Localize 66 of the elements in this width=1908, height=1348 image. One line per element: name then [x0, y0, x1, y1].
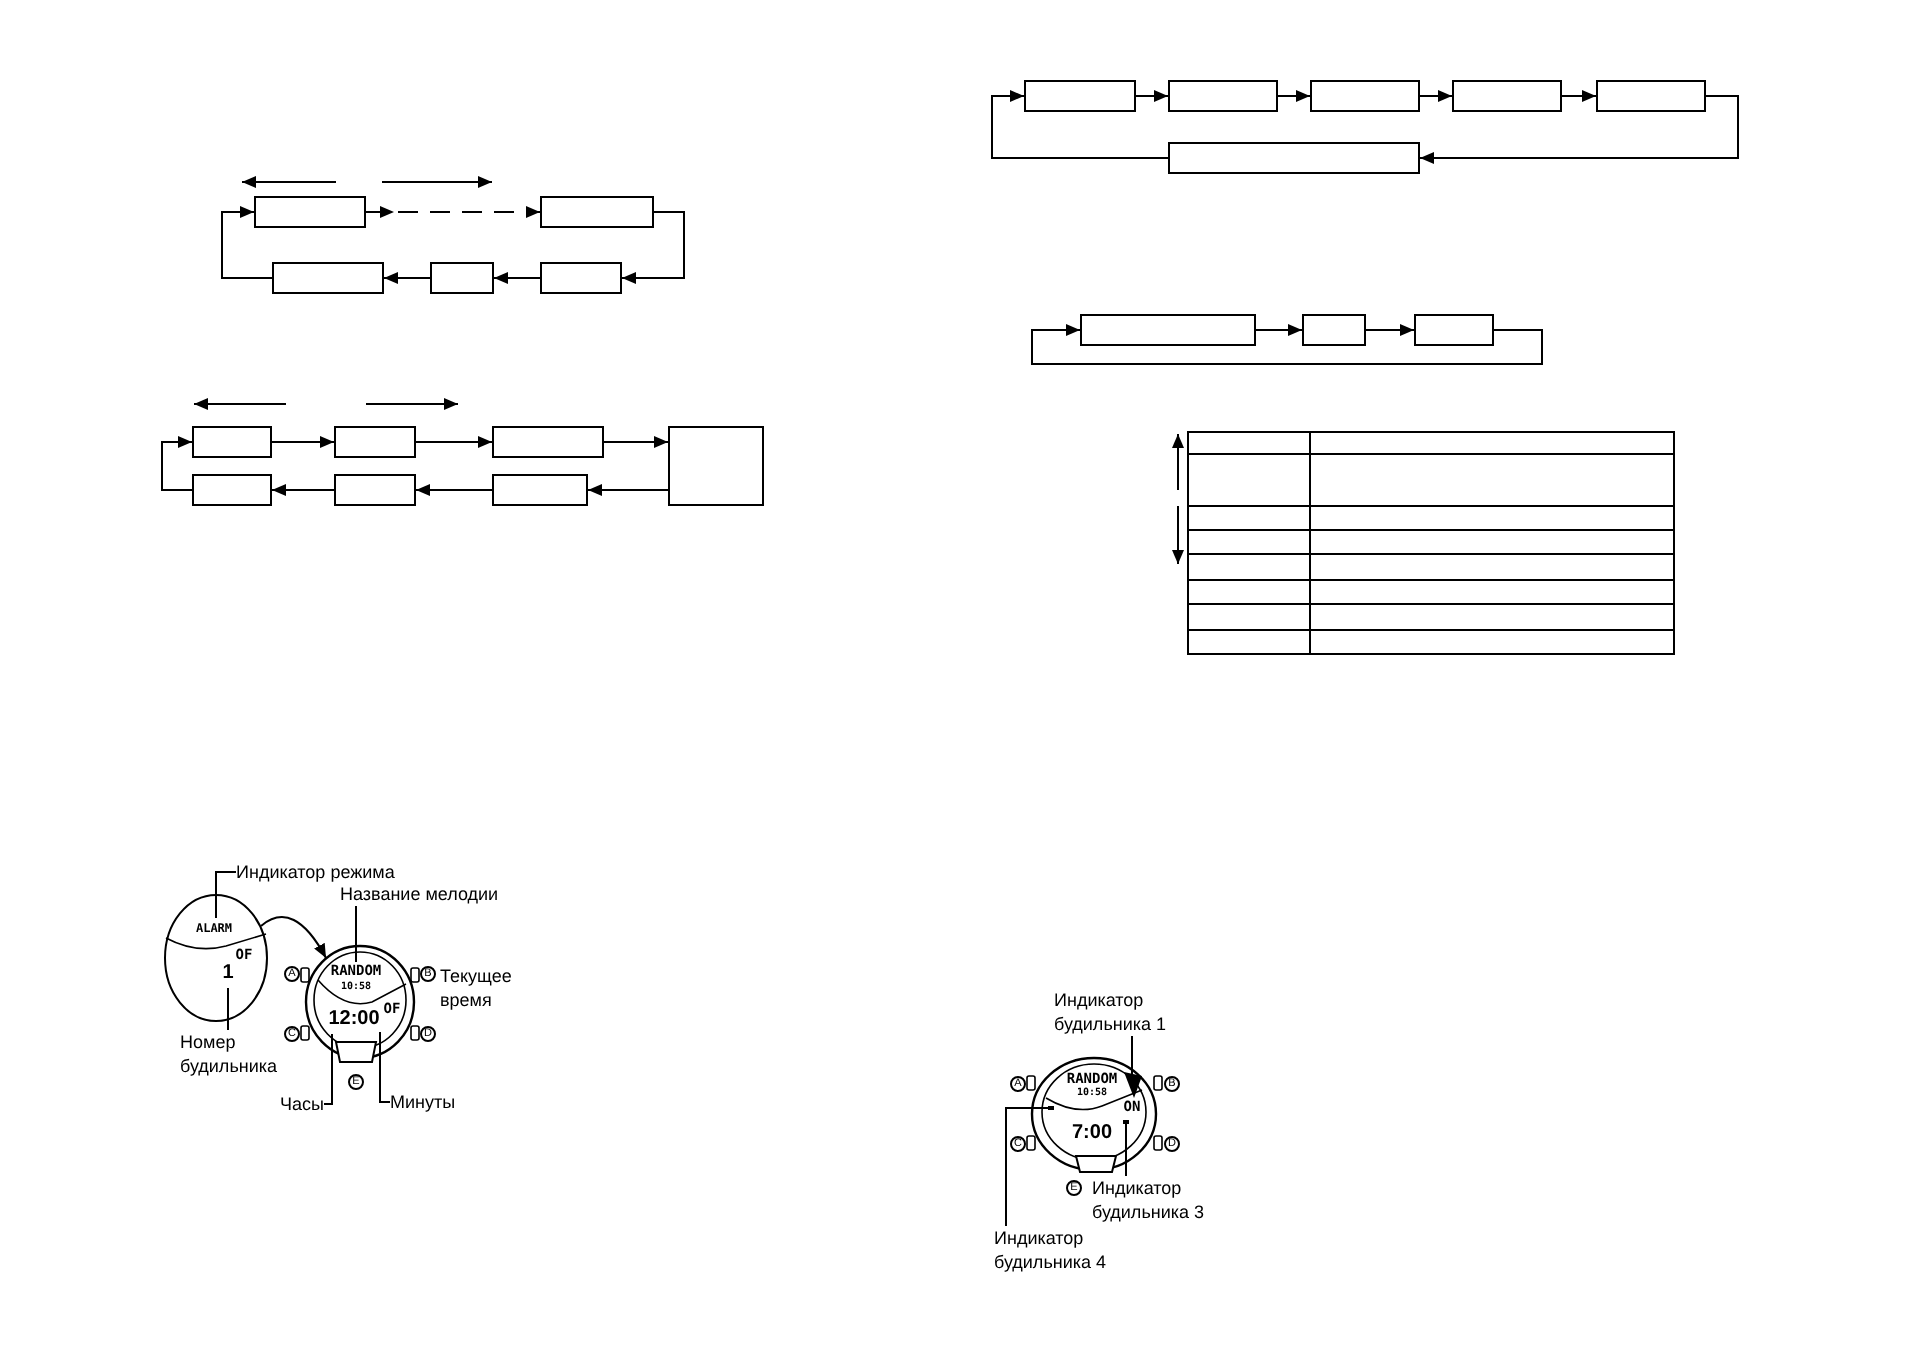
- process-box: [192, 474, 272, 506]
- callout-label: Минуты: [390, 1090, 456, 1114]
- arrow: [383, 272, 431, 284]
- leader-line: [215, 871, 237, 919]
- process-box: [668, 426, 764, 506]
- leader-line: [1125, 1121, 1127, 1177]
- process-box: [1168, 142, 1420, 174]
- arrow: [415, 436, 493, 448]
- arrow: [603, 436, 669, 448]
- arrow: [1365, 324, 1415, 336]
- arrow: [493, 272, 541, 284]
- process-box: [254, 196, 366, 228]
- callout-label: Номер будильника: [180, 1030, 284, 1078]
- process-box: [334, 426, 416, 458]
- leader-line: [1131, 1035, 1133, 1075]
- arrow: [271, 436, 335, 448]
- callout-label: Индикатор режима: [236, 860, 395, 884]
- curved-arrow: [260, 916, 327, 959]
- leader-line: [355, 905, 357, 963]
- leader-line: [323, 1033, 333, 1105]
- arrow: [1419, 95, 1739, 164]
- process-box: [492, 426, 604, 458]
- watch-case: [1024, 1056, 1164, 1176]
- process-box: [192, 426, 272, 458]
- watch-case: [298, 944, 422, 1068]
- callout-label: Индикатор будильника 4: [994, 1226, 1110, 1274]
- process-box: [334, 474, 416, 506]
- arrow: [161, 436, 193, 491]
- process-box: [1414, 314, 1494, 346]
- magnified-display: [164, 894, 268, 1022]
- leader-line: [227, 987, 229, 1031]
- process-box: [1168, 80, 1278, 112]
- arrow: [621, 211, 685, 284]
- leader-line: [1005, 1107, 1049, 1227]
- arrow: [991, 90, 1169, 159]
- process-box: [540, 262, 622, 294]
- callout-label: Часы: [280, 1092, 324, 1116]
- arrow: [1135, 90, 1169, 102]
- process-box: [1302, 314, 1366, 346]
- callout-label: Текущее время: [440, 964, 514, 1012]
- process-box: [1080, 314, 1256, 346]
- display-text: 7:00: [1072, 1124, 1112, 1144]
- callout-label: Индикатор будильника 3: [1092, 1176, 1208, 1224]
- display-text: 12:00: [328, 1010, 380, 1030]
- process-box: [272, 262, 384, 294]
- arrow: [221, 206, 273, 279]
- process-box: [1596, 80, 1706, 112]
- arrow: [1561, 90, 1597, 102]
- leader-line: [379, 1031, 391, 1103]
- callout-label: Индикатор будильника 1: [1054, 988, 1170, 1036]
- process-box: [1024, 80, 1136, 112]
- display-text: 1: [222, 964, 234, 984]
- arrow: [1255, 324, 1303, 336]
- arrow: [587, 484, 669, 496]
- arrow: [365, 206, 541, 218]
- arrow: [1277, 90, 1311, 102]
- process-box: [1310, 80, 1420, 112]
- process-box: [540, 196, 654, 228]
- process-box: [430, 262, 494, 294]
- process-box: [1452, 80, 1562, 112]
- arrow: [1419, 90, 1453, 102]
- arrow: [1031, 324, 1543, 365]
- arrow: [271, 484, 335, 496]
- callout-label: Название мелодии: [340, 882, 499, 906]
- arrow: [415, 484, 493, 496]
- process-box: [492, 474, 588, 506]
